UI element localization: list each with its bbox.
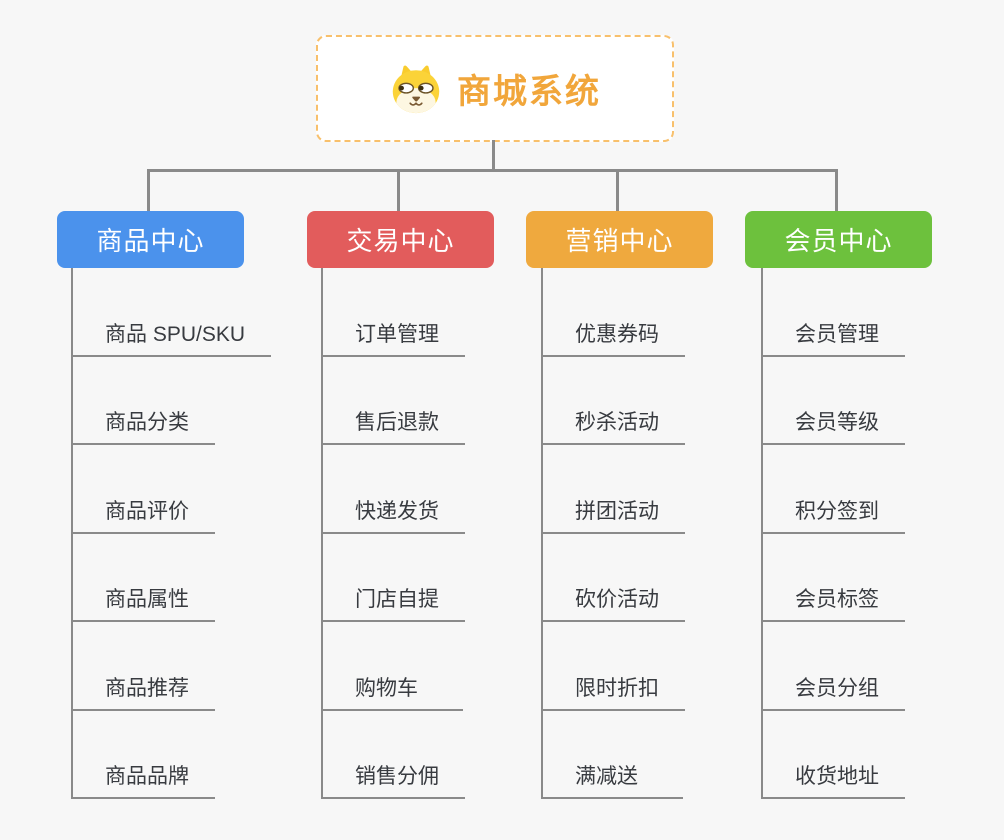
leaf-node[interactable]: 会员分组 — [763, 622, 905, 711]
branch-label: 会员中心 — [784, 226, 893, 256]
leaf-node[interactable]: 拼团活动 — [543, 445, 685, 534]
leaf-node[interactable]: 商品分类 — [73, 357, 215, 445]
leaf-node[interactable]: 商品推荐 — [73, 622, 215, 711]
branch-node-member-center[interactable]: 会员中心 — [745, 211, 932, 268]
leaf-column-member: 会员管理 会员等级 积分签到 会员标签 会员分组 收货地址 — [761, 268, 905, 799]
leaf-node[interactable]: 商品属性 — [73, 534, 215, 622]
leaf-node[interactable]: 售后退款 — [323, 357, 465, 445]
leaf-column-trade: 订单管理 售后退款 快递发货 门店自提 购物车 销售分佣 — [321, 268, 465, 799]
root-title: 商城系统 — [457, 73, 601, 111]
connector-root-stub — [492, 140, 495, 171]
leaf-node[interactable]: 门店自提 — [323, 534, 465, 622]
connector-drop-marketing — [616, 169, 619, 212]
leaf-node[interactable]: 订单管理 — [323, 268, 465, 357]
branch-node-marketing-center[interactable]: 营销中心 — [526, 211, 713, 268]
leaf-node[interactable]: 秒杀活动 — [543, 357, 685, 445]
leaf-node[interactable]: 会员标签 — [763, 534, 905, 622]
connector-drop-member — [835, 169, 838, 212]
connector-drop-product — [147, 169, 150, 212]
leaf-node[interactable]: 商品品牌 — [73, 711, 215, 799]
connector-horizontal-bus — [147, 169, 838, 172]
leaf-node[interactable]: 快递发货 — [323, 445, 465, 534]
leaf-node[interactable]: 商品 SPU/SKU — [73, 268, 272, 357]
leaf-node[interactable]: 购物车 — [323, 622, 463, 711]
leaf-node[interactable]: 会员管理 — [763, 268, 905, 357]
branch-node-trade-center[interactable]: 交易中心 — [307, 211, 494, 268]
branch-label: 营销中心 — [565, 226, 674, 256]
leaf-node[interactable]: 收货地址 — [763, 711, 905, 799]
leaf-node[interactable]: 砍价活动 — [543, 534, 685, 622]
leaf-column-marketing: 优惠券码 秒杀活动 拼团活动 砍价活动 限时折扣 满减送 — [541, 268, 685, 799]
leaf-node[interactable]: 积分签到 — [763, 445, 905, 534]
leaf-node[interactable]: 优惠券码 — [543, 268, 685, 357]
leaf-node[interactable]: 会员等级 — [763, 357, 905, 445]
branch-label: 交易中心 — [346, 226, 455, 256]
connector-drop-trade — [397, 169, 400, 212]
branch-label: 商品中心 — [96, 226, 205, 256]
dog-face-icon — [392, 64, 440, 113]
leaf-column-product: 商品 SPU/SKU 商品分类 商品评价 商品属性 商品推荐 商品品牌 — [71, 268, 272, 799]
leaf-node[interactable]: 满减送 — [543, 711, 683, 799]
leaf-node[interactable]: 限时折扣 — [543, 622, 685, 711]
leaf-node[interactable]: 商品评价 — [73, 445, 215, 534]
root-node-mall-system[interactable]: 商城系统 — [316, 35, 674, 142]
leaf-node[interactable]: 销售分佣 — [323, 711, 465, 799]
branch-node-product-center[interactable]: 商品中心 — [57, 211, 244, 268]
